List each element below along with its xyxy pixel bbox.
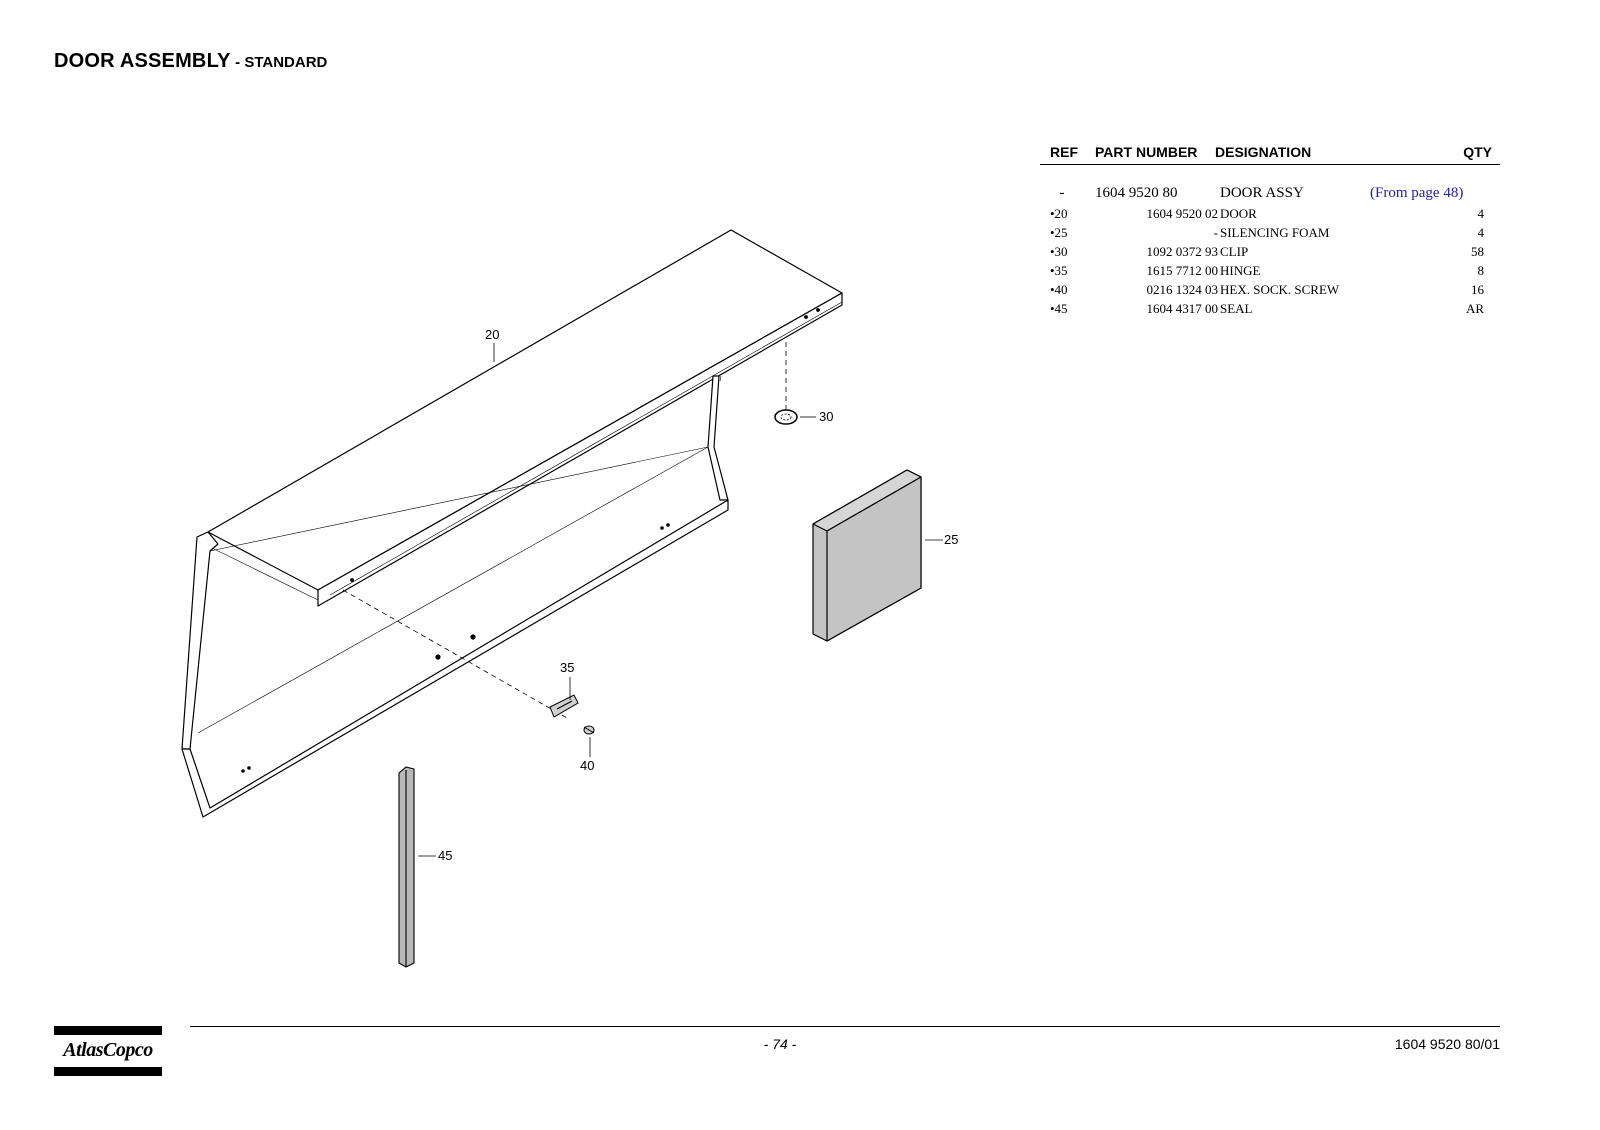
callout-25: 25 xyxy=(944,532,958,547)
header-designation: DESIGNATION xyxy=(1215,144,1312,160)
cell-designation: DOOR ASSY xyxy=(1220,185,1304,201)
cell-part-number: 0216 1324 03 xyxy=(1146,282,1219,297)
logo-bar-bottom xyxy=(54,1067,162,1076)
document-number: 1604 9520 80/01 xyxy=(1394,1036,1500,1052)
table-row: •30 1092 0372 93 CLIP 58 xyxy=(1040,244,1500,263)
footer-divider xyxy=(190,1026,1500,1027)
cell-designation: CLIP xyxy=(1220,244,1249,259)
title-sub: - STANDARD xyxy=(235,54,328,71)
parts-table-header: REF PART NUMBER DESIGNATION QTY xyxy=(1040,142,1500,165)
cell-ref: - xyxy=(1059,185,1065,201)
assembly-line-hinge xyxy=(342,589,568,719)
door-panel xyxy=(181,229,843,818)
page-number: - 74 - xyxy=(763,1036,797,1052)
header-qty: QTY xyxy=(1463,144,1492,160)
cell-designation: HEX. SOCK. SCREW xyxy=(1220,282,1340,297)
cell-designation: HINGE xyxy=(1220,263,1261,278)
callout-40: 40 xyxy=(580,758,594,773)
callout-35: 35 xyxy=(560,660,574,675)
table-row: •40 0216 1324 03 HEX. SOCK. SCREW 16 xyxy=(1040,282,1500,301)
header-ref: REF xyxy=(1050,144,1078,160)
cell-ref: •35 xyxy=(1050,263,1068,278)
from-page-link[interactable]: (From page 48) xyxy=(1370,185,1464,201)
screw-part xyxy=(583,725,595,735)
cell-designation: SILENCING FOAM xyxy=(1220,225,1330,240)
clip-part xyxy=(774,409,798,425)
cell-qty: 8 xyxy=(1477,263,1485,278)
seal-part xyxy=(398,766,415,968)
parts-table: REF PART NUMBER DESIGNATION QTY - 1604 9… xyxy=(1040,142,1500,320)
cell-part-number: 1604 9520 80 xyxy=(1095,185,1178,201)
cell-part-number: 1615 7712 00 xyxy=(1146,263,1219,278)
cell-qty: 58 xyxy=(1471,244,1484,259)
cell-part-number: 1604 9520 02 xyxy=(1146,206,1219,221)
silencing-foam-part xyxy=(812,469,922,642)
table-row: •20 1604 9520 02 DOOR 4 xyxy=(1040,206,1500,225)
brand-logo: AtlasCopco xyxy=(54,1026,162,1078)
cell-qty: AR xyxy=(1465,301,1484,316)
title-main: DOOR ASSEMBLY xyxy=(54,50,231,72)
cell-part-number: 1604 4317 00 xyxy=(1146,301,1219,316)
cell-designation: SEAL xyxy=(1220,301,1253,316)
header-part-number: PART NUMBER xyxy=(1095,144,1198,160)
cell-ref: •25 xyxy=(1050,225,1068,240)
cell-part-number: - xyxy=(1213,225,1218,240)
table-row: •25 - SILENCING FOAM 4 xyxy=(1040,225,1500,244)
cell-qty: 4 xyxy=(1477,225,1485,240)
logo-text: AtlasCopco xyxy=(63,1039,153,1061)
callout-leaders xyxy=(418,343,943,857)
callout-30: 30 xyxy=(819,409,833,424)
logo-bar-top xyxy=(54,1026,162,1035)
table-row-main: - 1604 9520 80 DOOR ASSY (From page 48) xyxy=(1040,185,1500,206)
exploded-view-drawing: 20 30 25 35 40 45 xyxy=(181,229,958,968)
page-title: DOOR ASSEMBLY - STANDARD xyxy=(54,50,327,73)
table-row: •45 1604 4317 00 SEAL AR xyxy=(1040,301,1500,320)
table-row: •35 1615 7712 00 HINGE 8 xyxy=(1040,263,1500,282)
cell-ref: •30 xyxy=(1050,244,1068,259)
cell-qty: 16 xyxy=(1471,282,1484,297)
cell-ref: •45 xyxy=(1050,301,1068,316)
cell-part-number: 1092 0372 93 xyxy=(1146,244,1219,259)
cell-ref: •20 xyxy=(1050,206,1068,221)
cell-ref: •40 xyxy=(1050,282,1068,297)
cell-designation: DOOR xyxy=(1220,206,1257,221)
cell-qty: 4 xyxy=(1477,206,1485,221)
callout-45: 45 xyxy=(438,848,452,863)
callout-20: 20 xyxy=(485,327,499,342)
hinge-part xyxy=(549,694,579,718)
